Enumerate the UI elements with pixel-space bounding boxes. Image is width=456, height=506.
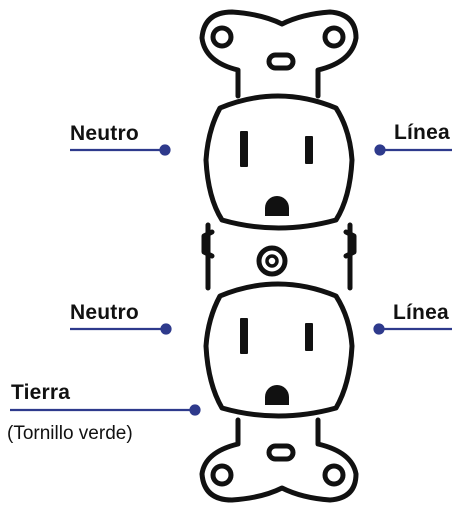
top-neutral-label: Neutro [70, 122, 139, 145]
bottom-mounting-tab [199, 417, 359, 503]
top-receptacle-face [203, 93, 355, 231]
bottom-neutral-slot [240, 318, 248, 354]
top-neutral-slot [240, 131, 248, 167]
center-screw-inner [265, 254, 279, 268]
top-ground-hole [265, 196, 289, 216]
bottom-line-slot [305, 323, 313, 351]
bottom-neutral-label: Neutro [70, 301, 139, 324]
bottom-ground-hole [265, 385, 289, 405]
top-tab-slot [266, 52, 296, 71]
leader-dot-top-left [159, 144, 171, 156]
center-screw-outer [256, 245, 288, 277]
leader-dot-bottom-left [160, 323, 172, 335]
left-strap-bracket [201, 229, 215, 259]
leader-dot-ground [189, 404, 201, 416]
center-strap [205, 222, 353, 291]
bottom-receptacle-face [203, 281, 355, 419]
bottom-line-label: Línea [393, 301, 449, 324]
ground-note-label: (Tornillo verde) [7, 423, 133, 444]
bottom-left-tab-hole [210, 463, 234, 487]
top-line-label: Línea [394, 121, 450, 144]
leader-dot-bottom-right [373, 323, 385, 335]
top-mounting-tab [199, 9, 359, 99]
top-left-tab-hole [210, 25, 234, 49]
right-strap-bracket [343, 229, 357, 259]
leader-dot-top-right [374, 144, 386, 156]
bottom-right-tab-hole [322, 463, 346, 487]
ground-label: Tierra [11, 381, 71, 404]
top-right-tab-hole [322, 25, 346, 49]
top-line-slot [305, 136, 313, 164]
bottom-tab-slot [266, 443, 296, 462]
